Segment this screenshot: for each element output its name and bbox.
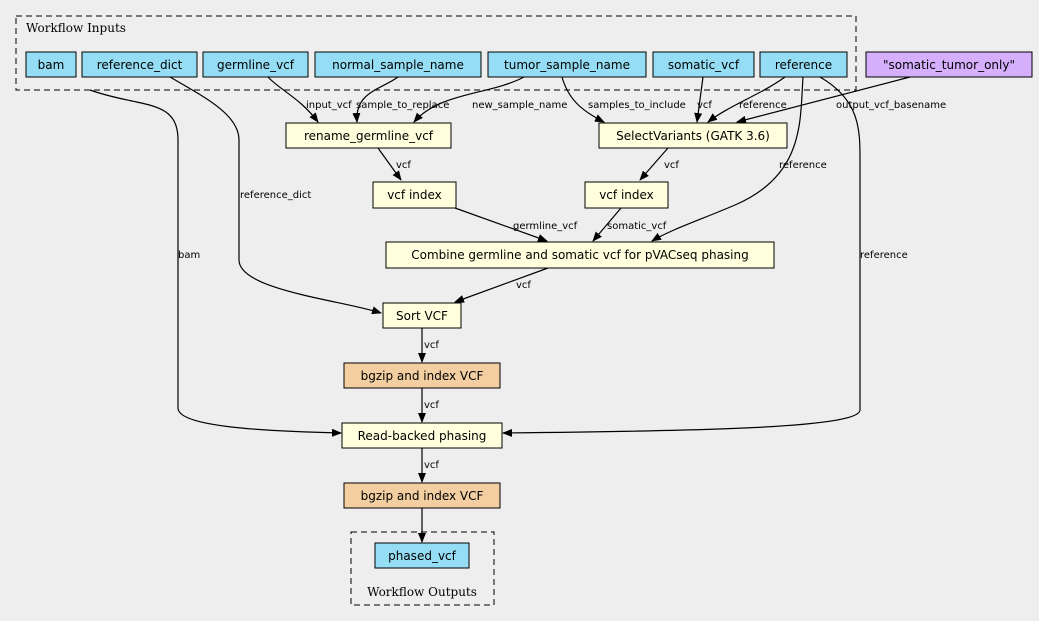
node-bgzip-index-2-label: bgzip and index VCF bbox=[361, 489, 484, 503]
node-tumor-sample-name[interactable]: tumor_sample_name bbox=[487, 51, 647, 78]
node-sort-vcf[interactable]: Sort VCF bbox=[382, 302, 462, 329]
node-combine-label: Combine germline and somatic vcf for pVA… bbox=[411, 248, 748, 262]
label-sort-vcf: vcf bbox=[424, 340, 439, 351]
label-reference-dict: reference_dict bbox=[240, 190, 311, 201]
edge-input-vcf bbox=[267, 76, 319, 123]
label-new-sample-name: new_sample_name bbox=[472, 100, 567, 111]
node-germline-vcf[interactable]: germline_vcf bbox=[202, 51, 309, 78]
node-normal-sample-name-label: normal_sample_name bbox=[332, 58, 464, 72]
edge-bam bbox=[89, 89, 342, 437]
label-rename-vcf: vcf bbox=[396, 160, 411, 171]
node-rename-germline-vcf-label: rename_germline_vcf bbox=[304, 129, 434, 143]
edge-sv-vcf bbox=[694, 76, 704, 123]
node-vcf-index-germline[interactable]: vcf index bbox=[372, 181, 457, 209]
node-somatic-tumor-only-label: "somatic_tumor_only" bbox=[883, 58, 1015, 72]
step-nodes: rename_germline_vcf SelectVariants (GATK… bbox=[285, 122, 788, 509]
label-sv-vcf: vcf bbox=[697, 100, 712, 111]
input-nodes: bam reference_dict germline_vcf normal_s… bbox=[25, 51, 1033, 78]
edge-sample-to-replace bbox=[352, 76, 399, 123]
node-combine[interactable]: Combine germline and somatic vcf for pVA… bbox=[385, 241, 775, 269]
label-sample-to-replace: sample_to_replace bbox=[356, 100, 449, 111]
node-bam-label: bam bbox=[38, 58, 65, 72]
node-bgzip-index-1-label: bgzip and index VCF bbox=[361, 369, 484, 383]
label-germline-vcf: germline_vcf bbox=[513, 221, 578, 232]
node-bam[interactable]: bam bbox=[25, 51, 77, 78]
node-somatic-vcf[interactable]: somatic_vcf bbox=[652, 51, 755, 78]
edge-select-vcf bbox=[639, 147, 669, 181]
edge-labels: input_vcf sample_to_replace new_sample_n… bbox=[178, 100, 946, 471]
label-somatic-vcf: somatic_vcf bbox=[607, 221, 667, 232]
edge-new-sample-name bbox=[413, 76, 525, 123]
edge-combine-vcf bbox=[454, 267, 549, 303]
label-bam: bam bbox=[178, 250, 200, 261]
node-read-backed-phasing[interactable]: Read-backed phasing bbox=[341, 422, 503, 449]
edge-rename-vcf bbox=[377, 147, 402, 181]
label-select-vcf: vcf bbox=[664, 160, 679, 171]
workflow-inputs-title: Workflow Inputs bbox=[26, 21, 126, 35]
label-rbp-vcf: vcf bbox=[424, 460, 439, 471]
node-read-backed-phasing-label: Read-backed phasing bbox=[358, 429, 487, 443]
node-tumor-sample-name-label: tumor_sample_name bbox=[504, 58, 630, 72]
workflow-inputs-cluster bbox=[15, 15, 857, 91]
label-rbp-reference: reference bbox=[860, 250, 908, 261]
node-somatic-vcf-label: somatic_vcf bbox=[668, 58, 740, 72]
node-reference-label: reference bbox=[775, 58, 832, 72]
edge-germline-vcf bbox=[454, 207, 548, 242]
node-somatic-tumor-only[interactable]: "somatic_tumor_only" bbox=[865, 51, 1033, 78]
node-reference[interactable]: reference bbox=[759, 51, 848, 78]
node-rename-germline-vcf[interactable]: rename_germline_vcf bbox=[285, 122, 452, 149]
edge-rbp-reference bbox=[502, 76, 861, 437]
node-vcf-index-somatic[interactable]: vcf index bbox=[584, 181, 669, 209]
label-bgzip-vcf: vcf bbox=[424, 400, 439, 411]
edge-combine-reference bbox=[651, 76, 804, 242]
edge-somatic-vcf bbox=[592, 207, 622, 242]
label-output-vcf-basename: output_vcf_basename bbox=[836, 100, 946, 111]
node-vcf-index-somatic-label: vcf index bbox=[599, 188, 654, 202]
node-phased-vcf[interactable]: phased_vcf bbox=[374, 542, 470, 569]
node-sort-vcf-label: Sort VCF bbox=[396, 309, 448, 323]
workflow-outputs-title: Workflow Outputs bbox=[367, 585, 477, 599]
label-sv-reference: reference bbox=[739, 100, 787, 111]
label-combine-reference: reference bbox=[779, 160, 827, 171]
node-phased-vcf-label: phased_vcf bbox=[388, 549, 457, 563]
edge-sv-reference bbox=[707, 76, 786, 123]
node-bgzip-index-2[interactable]: bgzip and index VCF bbox=[343, 482, 501, 509]
node-germline-vcf-label: germline_vcf bbox=[217, 58, 295, 72]
node-bgzip-index-1[interactable]: bgzip and index VCF bbox=[343, 362, 501, 389]
label-combine-vcf: vcf bbox=[516, 280, 531, 291]
node-reference-dict[interactable]: reference_dict bbox=[81, 51, 198, 78]
label-samples-to-include: samples_to_include bbox=[588, 100, 686, 111]
node-normal-sample-name[interactable]: normal_sample_name bbox=[314, 51, 482, 78]
node-select-variants[interactable]: SelectVariants (GATK 3.6) bbox=[598, 122, 788, 149]
edge-samples-to-include bbox=[561, 76, 605, 123]
edge-output-vcf-basename bbox=[736, 76, 911, 124]
label-input-vcf: input_vcf bbox=[306, 100, 352, 111]
edge-reference-dict bbox=[169, 76, 382, 315]
edges bbox=[89, 76, 911, 543]
node-select-variants-label: SelectVariants (GATK 3.6) bbox=[616, 129, 770, 143]
node-vcf-index-germline-label: vcf index bbox=[387, 188, 442, 202]
node-reference-dict-label: reference_dict bbox=[97, 58, 183, 72]
